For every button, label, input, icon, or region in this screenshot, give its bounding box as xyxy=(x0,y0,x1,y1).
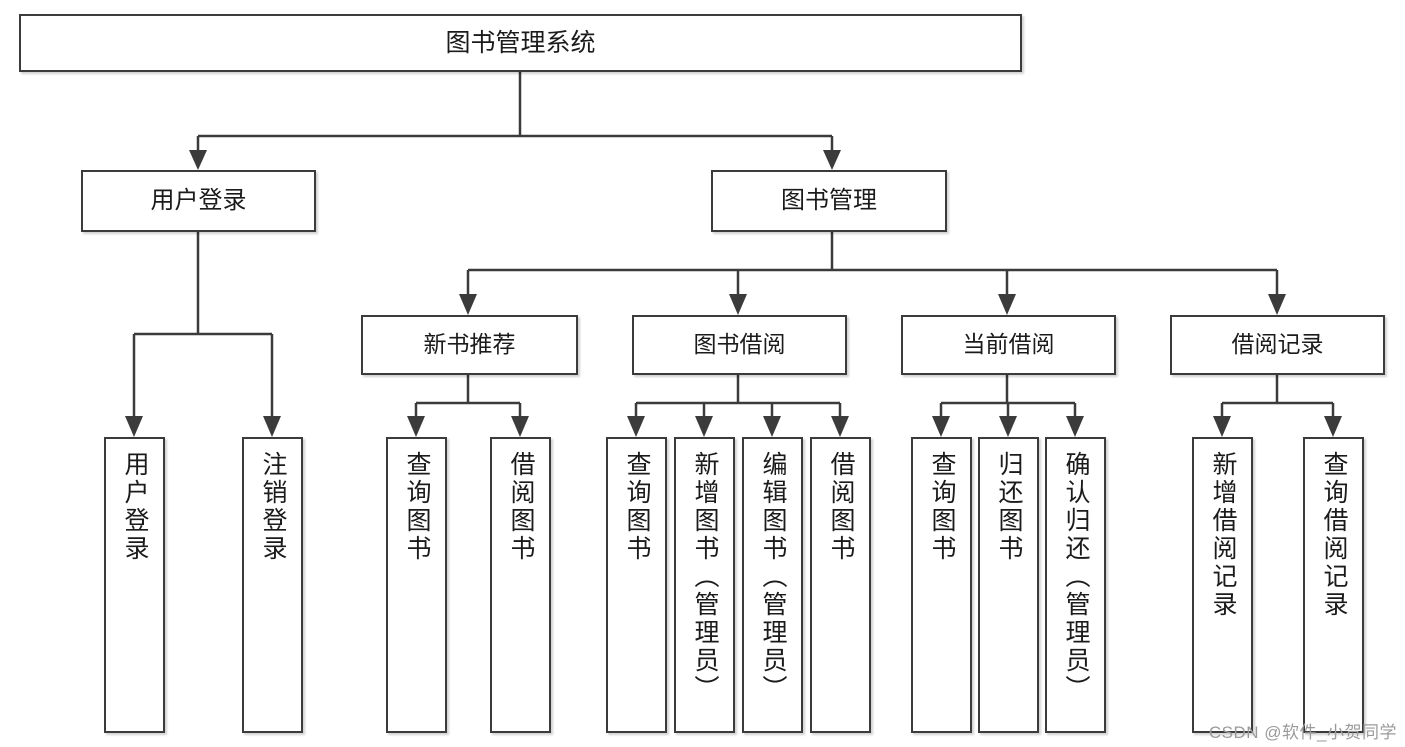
node-book-borrow-label: 图书借阅 xyxy=(693,331,786,358)
arrowhead-leaf-query-record xyxy=(1324,416,1342,437)
arrowhead-current-borrow xyxy=(998,294,1016,315)
node-borrow-record[interactable]: 借阅记录 xyxy=(1170,315,1385,375)
node-leaf-logout-login-label: 注销登录 xyxy=(259,451,287,563)
arrowhead-leaf-query-book-1 xyxy=(407,416,425,437)
arrowhead-leaf-logout-login xyxy=(263,416,281,437)
node-book-borrow[interactable]: 图书借阅 xyxy=(632,315,847,375)
node-leaf-query-book-2-label: 查询图书 xyxy=(623,451,651,563)
node-book-management-label: 图书管理 xyxy=(781,186,877,214)
node-leaf-query-book-1[interactable]: 查询图书 xyxy=(386,437,447,733)
arrowhead-leaf-edit-book xyxy=(763,416,781,437)
node-new-book-recommend-label: 新书推荐 xyxy=(423,331,516,358)
node-leaf-query-book-1-label: 查询图书 xyxy=(403,451,431,563)
node-leaf-add-book[interactable]: 新增图书（管理员） xyxy=(674,437,735,733)
node-leaf-confirm-return[interactable]: 确认归还（管理员） xyxy=(1045,437,1106,733)
node-leaf-query-record[interactable]: 查询借阅记录 xyxy=(1303,437,1364,733)
arrowhead-leaf-borrow-book-2 xyxy=(831,416,849,437)
node-current-borrow[interactable]: 当前借阅 xyxy=(901,315,1116,375)
node-leaf-query-record-label: 查询借阅记录 xyxy=(1320,451,1348,619)
node-leaf-add-book-label: 新增图书（管理员） xyxy=(691,451,719,703)
node-new-book-recommend[interactable]: 新书推荐 xyxy=(361,315,578,375)
arrowhead-leaf-add-record xyxy=(1213,416,1231,437)
node-user-login[interactable]: 用户登录 xyxy=(81,170,316,232)
node-leaf-edit-book-label: 编辑图书（管理员） xyxy=(759,451,787,703)
node-leaf-edit-book[interactable]: 编辑图书（管理员） xyxy=(742,437,803,733)
arrowhead-leaf-borrow-book-1 xyxy=(511,416,529,437)
arrowhead-leaf-return-book xyxy=(999,416,1017,437)
arrowhead-leaf-add-book xyxy=(695,416,713,437)
node-leaf-logout-login[interactable]: 注销登录 xyxy=(242,437,303,733)
arrowhead-leaf-user-login xyxy=(125,416,143,437)
watermark-text: CSDN @软件_小贺同学 xyxy=(1208,723,1397,742)
arrowhead-leaf-query-book-2 xyxy=(627,416,645,437)
node-leaf-add-record-label: 新增借阅记录 xyxy=(1209,451,1237,619)
arrowhead-leaf-confirm-return xyxy=(1066,416,1084,437)
node-leaf-confirm-return-label: 确认归还（管理员） xyxy=(1062,451,1090,703)
node-leaf-query-book-3[interactable]: 查询图书 xyxy=(911,437,972,733)
node-leaf-return-book[interactable]: 归还图书 xyxy=(978,437,1039,733)
node-leaf-borrow-book-2-label: 借阅图书 xyxy=(827,451,855,563)
node-leaf-query-book-2[interactable]: 查询图书 xyxy=(606,437,667,733)
node-root-label: 图书管理系统 xyxy=(445,29,596,57)
arrowhead-borrow-record xyxy=(1268,294,1286,315)
node-user-login-label: 用户登录 xyxy=(150,186,247,214)
node-leaf-add-record[interactable]: 新增借阅记录 xyxy=(1192,437,1253,733)
node-root[interactable]: 图书管理系统 xyxy=(19,14,1022,72)
node-leaf-borrow-book-1-label: 借阅图书 xyxy=(507,451,535,563)
node-leaf-user-login[interactable]: 用户登录 xyxy=(104,437,165,733)
node-leaf-user-login-label: 用户登录 xyxy=(121,451,149,563)
arrowhead-user-login xyxy=(189,150,207,170)
arrowhead-new-book-recommend xyxy=(459,294,477,315)
node-leaf-borrow-book-2[interactable]: 借阅图书 xyxy=(810,437,871,733)
node-leaf-return-book-label: 归还图书 xyxy=(995,451,1023,563)
arrowhead-book-borrow xyxy=(729,294,747,315)
arrowhead-book-management xyxy=(823,150,841,170)
node-leaf-borrow-book-1[interactable]: 借阅图书 xyxy=(490,437,551,733)
node-borrow-record-label: 借阅记录 xyxy=(1231,331,1324,358)
node-current-borrow-label: 当前借阅 xyxy=(962,331,1055,358)
arrowhead-leaf-query-book-3 xyxy=(932,416,950,437)
node-book-management[interactable]: 图书管理 xyxy=(711,170,947,232)
node-leaf-query-book-3-label: 查询图书 xyxy=(928,451,956,563)
